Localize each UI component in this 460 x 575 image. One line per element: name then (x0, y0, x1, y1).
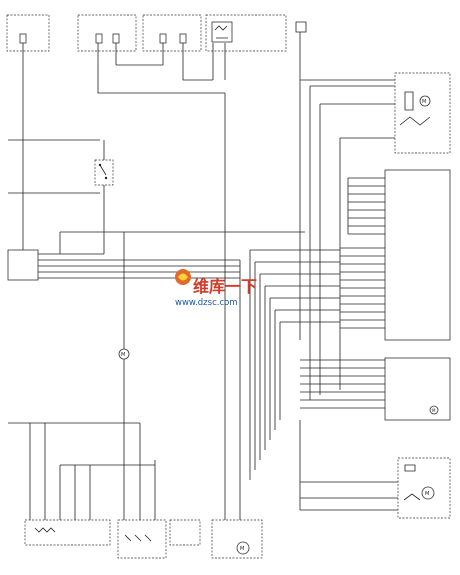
airflow-mode-wires (300, 359, 385, 409)
bottom-box-oscillating-motor: M (211, 519, 263, 559)
control-unit-fan-in (249, 249, 340, 480)
control-unit-inputs (340, 177, 385, 329)
watermark-chinese: 维库一下 (193, 277, 257, 296)
watermark-logo (175, 269, 191, 285)
bottom-box-resistor (24, 519, 111, 546)
top-right-fuse (295, 21, 307, 33)
main-bus (59, 231, 305, 254)
ac-amplifier (7, 248, 170, 281)
center-harness (170, 93, 241, 520)
actuator-air-intake: M (397, 457, 451, 519)
svg-text:M: M (121, 352, 125, 358)
blower-motor: M (118, 232, 130, 400)
air-intake-wires (299, 420, 398, 511)
top-feed-wires (22, 32, 301, 340)
refrigerant-pressure-switch (94, 140, 114, 248)
blower-relay (205, 14, 287, 52)
actuator-air-mix-top: M (394, 72, 451, 154)
watermark: 维库一下 www.dzsc.com (175, 269, 257, 308)
bottom-box-blower-switch (117, 519, 167, 559)
svg-text:M: M (422, 99, 426, 105)
left-horizontal-feeds (8, 65, 100, 250)
right-upper-wires (300, 79, 395, 400)
actuator-airflow-mode: M (384, 357, 451, 421)
heater-control-unit (384, 169, 451, 341)
lower-left-feeds (8, 400, 156, 520)
watermark-url: www.dzsc.com (175, 298, 238, 308)
bottom-box-center (169, 519, 201, 546)
svg-text:M: M (240, 546, 244, 552)
svg-text:M: M (432, 408, 436, 413)
svg-text:M: M (425, 491, 429, 497)
